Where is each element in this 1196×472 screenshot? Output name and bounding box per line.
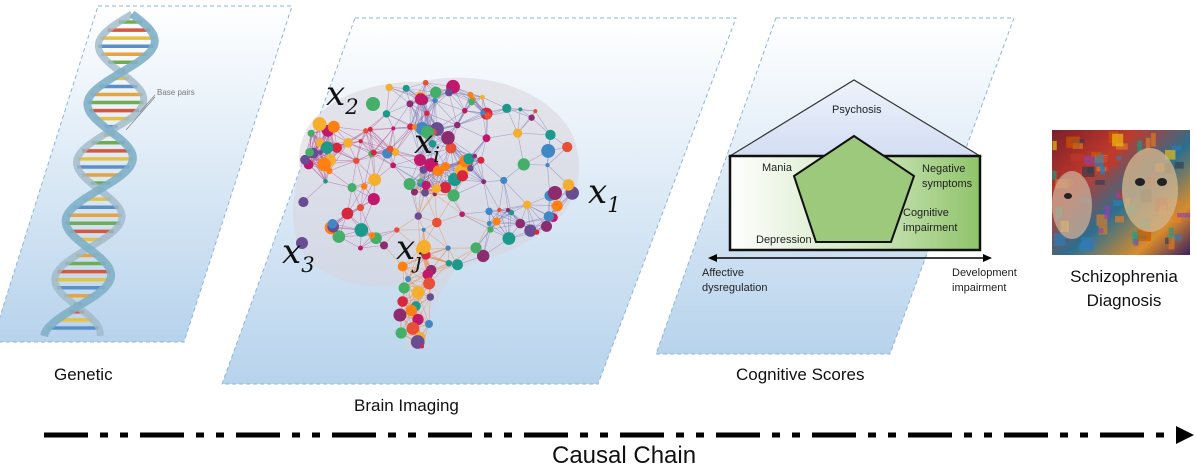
node-label-xi: xi bbox=[414, 122, 440, 167]
psychosis-label: Psychosis bbox=[832, 104, 882, 116]
node-label-x1: x1 bbox=[588, 172, 621, 217]
cognitive-pentagon bbox=[792, 134, 916, 243]
dna-helix-icon bbox=[40, 10, 159, 338]
mania-label: Mania bbox=[762, 162, 792, 174]
brain-network-icon bbox=[293, 77, 580, 350]
genetic-caption: Genetic bbox=[54, 365, 113, 384]
brain-imaging-caption: Brain Imaging bbox=[354, 396, 459, 415]
causal-chain-arrow bbox=[44, 426, 1194, 444]
causal-chain-label: Causal Chain bbox=[552, 442, 697, 469]
schizophrenia-art-image bbox=[1052, 130, 1191, 255]
node-label-x3: x3 bbox=[282, 232, 315, 277]
base-pairs-label: Base pairs bbox=[157, 88, 195, 97]
depression-label: Depression bbox=[756, 234, 812, 246]
cognitive-scores-caption: Cognitive Scores bbox=[736, 365, 865, 384]
node-label-xj: xj bbox=[396, 228, 422, 273]
node-label-x2: x2 bbox=[326, 74, 359, 119]
